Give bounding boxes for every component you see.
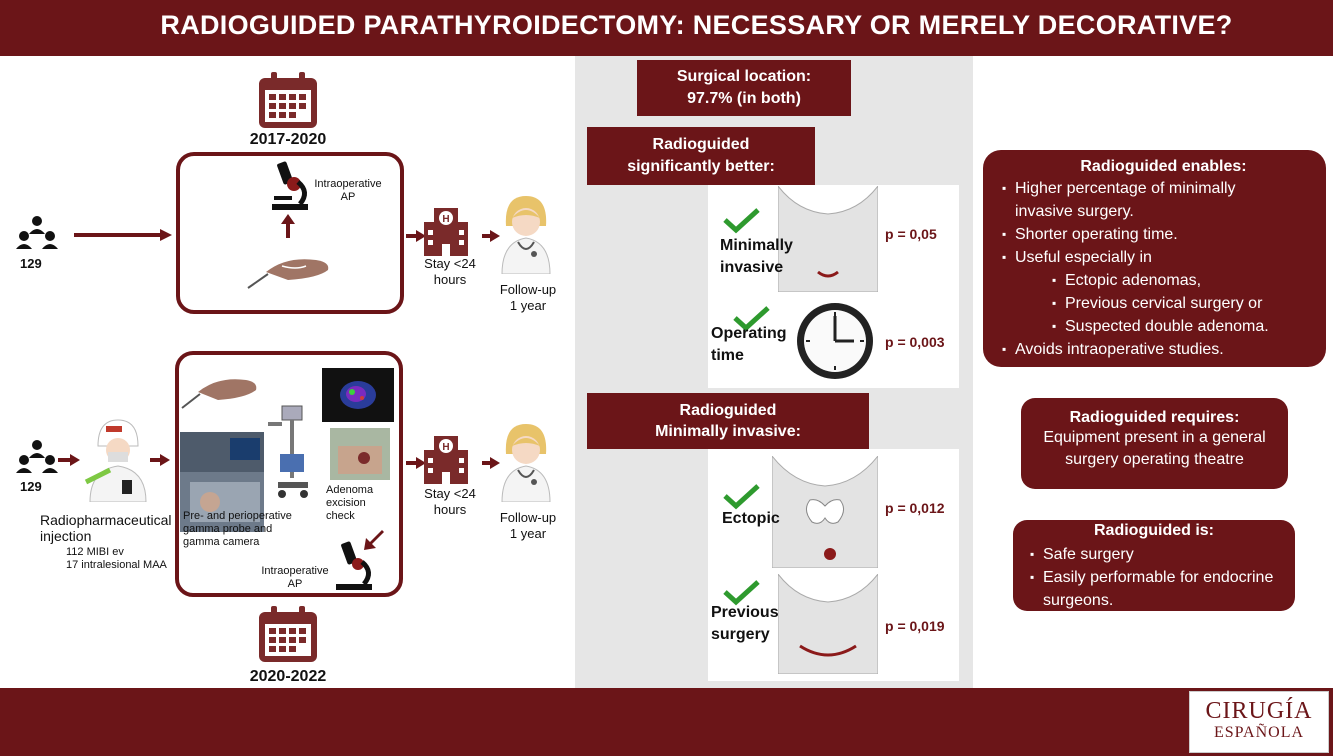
- page-title: RADIOGUIDED PARATHYROIDECTOMY: NECESSARY…: [160, 10, 1233, 40]
- injection-detail: 17 intralesional MAA: [66, 559, 167, 571]
- gamma-camera-icon: [268, 405, 308, 498]
- box-title-line: Radioguided: [652, 136, 750, 153]
- ectopic-thyroid-illustration: [772, 456, 878, 568]
- microscope-icon: [272, 161, 308, 210]
- nurse-injection-icon: [84, 419, 147, 502]
- result-label: invasive: [720, 259, 784, 276]
- injection-label: Radiopharmaceutical injection: [40, 512, 172, 544]
- adenoma-label: Adenoma excision check: [326, 484, 374, 522]
- enables-item: Higher percentage of minimally invasive …: [1002, 177, 1255, 223]
- calendar-icon: [259, 72, 317, 128]
- microscope-icon: [336, 541, 372, 590]
- arrow-icon: [406, 457, 426, 469]
- arrow-icon: [58, 454, 80, 466]
- enables-title: Radioguided enables:: [1080, 158, 1247, 175]
- surgical-location-title: Surgical location:: [676, 68, 812, 85]
- enables-box: Radioguided enables: Higher percentage o…: [983, 150, 1326, 367]
- arrow-icon: [482, 457, 500, 469]
- result-label: time: [711, 347, 744, 364]
- p-value: p = 0,019: [885, 618, 945, 634]
- enables-item: Shorter operating time.: [1002, 223, 1312, 246]
- check-icon: [723, 208, 760, 234]
- surgical-location-box: Surgical location: 97.7% (in both): [637, 60, 851, 116]
- neck-illustration: [778, 574, 878, 674]
- neck-illustration: [778, 186, 878, 292]
- box-title-line: significantly better:: [627, 158, 775, 175]
- ap-label: Intraoperative AP: [261, 565, 329, 590]
- result-label: Operating: [711, 325, 787, 342]
- stay-label: Stay <24 hours: [424, 486, 476, 517]
- doctor-icon: [501, 424, 551, 502]
- followup-label: Follow-up 1 year: [499, 282, 557, 313]
- logo-line: ESPAÑOLA: [1213, 724, 1305, 741]
- enables-item: Useful especially in: [1002, 246, 1312, 269]
- clock-icon: [797, 303, 873, 379]
- surgeon-hand-icon: [247, 259, 329, 289]
- p-value: p = 0,003: [885, 334, 945, 350]
- requires-text: Equipment present in a general surgery o…: [1043, 429, 1266, 468]
- operating-room-photo: [180, 432, 264, 532]
- is-box: Radioguided is: Safe surgery Easily perf…: [1013, 520, 1295, 611]
- significantly-better-box: Radioguided significantly better:: [587, 127, 815, 185]
- arrow-icon: [482, 230, 500, 242]
- enables-subitem: Suspected double adenoma.: [1052, 315, 1312, 338]
- arrow-down-icon: [364, 526, 384, 550]
- gamma-label: Pre- and perioperative gamma probe and g…: [183, 510, 292, 548]
- svg-text:H: H: [442, 442, 449, 453]
- is-item: Easily performable for endocrine surgeon…: [1030, 566, 1285, 612]
- ap-label: Intraoperative AP: [314, 178, 382, 203]
- hospital-icon: H: [424, 436, 468, 484]
- is-title: Radioguided is:: [1094, 522, 1214, 539]
- result-label: Previous: [711, 604, 779, 621]
- requires-title: Radioguided requires:: [1069, 409, 1240, 426]
- requires-box: Radioguided requires: Equipment present …: [1021, 398, 1288, 489]
- header-bar: [0, 0, 1333, 56]
- result-label: Minimally: [720, 237, 793, 254]
- patients-icon: [16, 216, 58, 249]
- result-label: surgery: [711, 626, 770, 643]
- gamma-scan-image: [322, 368, 394, 422]
- enables-subitem: Ectopic adenomas,: [1052, 269, 1312, 292]
- stay-label: Stay <24 hours: [424, 256, 476, 287]
- box-title-line: Radioguided: [679, 402, 777, 419]
- arrow-icon: [74, 229, 172, 241]
- hospital-icon: H: [424, 208, 468, 256]
- calendar-icon: [259, 606, 317, 662]
- is-item: Safe surgery: [1030, 543, 1285, 566]
- check-icon: [723, 484, 760, 510]
- logo-line: CIRUGÍA: [1205, 698, 1313, 724]
- followup-label: Follow-up 1 year: [499, 510, 557, 541]
- patient-count: 129: [20, 479, 42, 494]
- journal-logo: CIRUGÍA ESPAÑOLA: [1189, 691, 1329, 753]
- injection-detail: 112 MIBI ev: [66, 546, 124, 558]
- svg-text:H: H: [442, 214, 449, 225]
- surgeon-hand-icon: [181, 379, 257, 409]
- period-label: 2020-2022: [249, 668, 327, 685]
- patient-count: 129: [20, 256, 42, 271]
- period-label: 2017-2020: [249, 131, 327, 148]
- box-title-line: Minimally invasive:: [655, 423, 801, 440]
- enables-subitem: Previous cervical surgery or: [1052, 292, 1312, 315]
- check-icon: [733, 306, 770, 332]
- surgical-location-value: 97.7% (in both): [687, 90, 801, 107]
- p-value: p = 0,012: [885, 500, 945, 516]
- arrow-icon: [406, 230, 426, 242]
- adenoma-photo: [330, 428, 390, 480]
- patients-icon: [16, 440, 58, 473]
- doctor-icon: [501, 196, 551, 274]
- footer-bar: [0, 688, 1333, 756]
- p-value: p = 0,05: [885, 226, 937, 242]
- result-label: Ectopic: [722, 510, 780, 527]
- enables-item: Avoids intraoperative studies.: [1002, 338, 1312, 361]
- arrow-icon: [150, 454, 170, 466]
- minimally-invasive-box: Radioguided Minimally invasive:: [587, 393, 869, 449]
- arrow-up-icon: [281, 214, 295, 238]
- check-icon: [723, 580, 760, 606]
